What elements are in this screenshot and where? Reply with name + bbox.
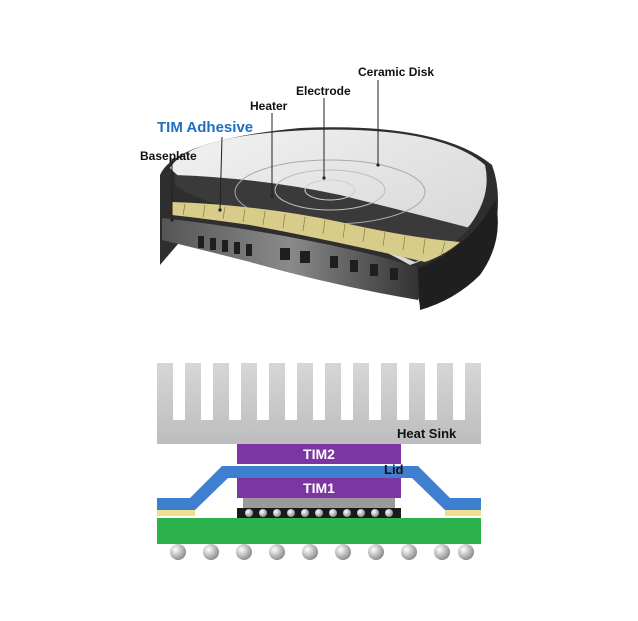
die [243, 498, 395, 508]
electrode-ring-2 [274, 169, 386, 211]
label-lid: Lid [384, 462, 404, 477]
package-cross-section [157, 363, 481, 560]
label-baseplate: Baseplate [140, 149, 197, 163]
rim-edge [418, 200, 498, 310]
chuck-cutaway [160, 127, 499, 310]
label-heater: Heater [250, 99, 288, 113]
leader-lines [171, 80, 379, 220]
tim2-layer [237, 444, 401, 464]
solder-balls [170, 544, 474, 560]
label-tim-adhesive: TIM Adhesive [157, 119, 253, 136]
tim1-layer [237, 478, 401, 498]
label-ceramic-disk: Ceramic Disk [358, 65, 434, 79]
electrode-ring-1 [304, 179, 356, 201]
lid-adhesive-right [445, 510, 481, 516]
adhesive-hatching [182, 203, 446, 257]
label-tim2: TIM2 [303, 446, 335, 462]
micro-bumps [245, 509, 393, 517]
label-heat-sink: Heat Sink [397, 426, 457, 441]
heat-sink [157, 363, 481, 444]
lid-adhesive-left [157, 510, 195, 516]
label-electrode: Electrode [296, 84, 351, 98]
substrate [157, 518, 481, 544]
lid [157, 466, 481, 510]
leader-dots [170, 163, 380, 222]
baseplate-slots [198, 236, 398, 280]
label-tim1: TIM1 [303, 480, 335, 496]
